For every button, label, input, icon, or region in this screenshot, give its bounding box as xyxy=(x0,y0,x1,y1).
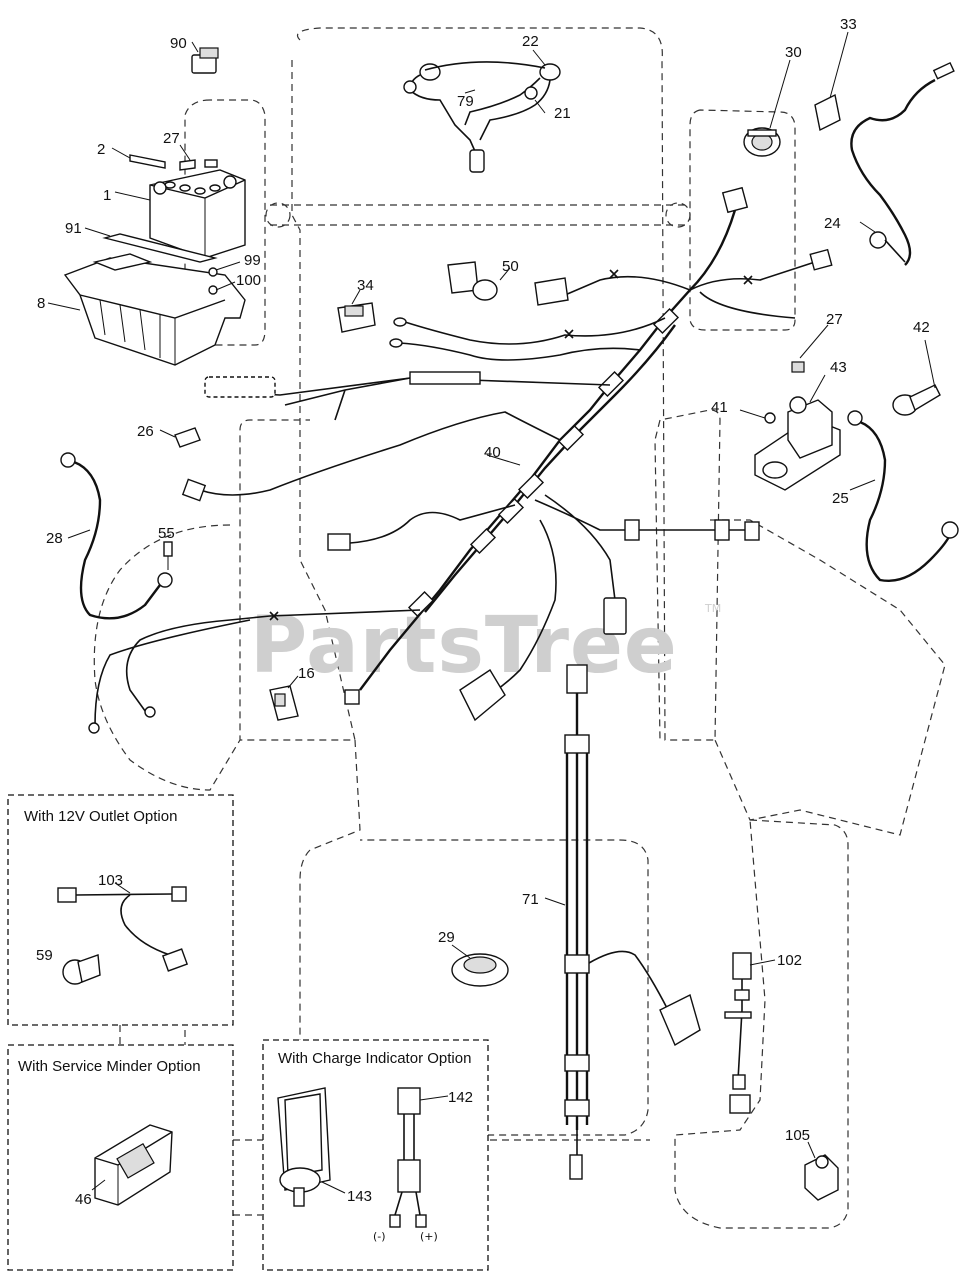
part-26-fuse xyxy=(159,427,201,448)
callout-42: 42 xyxy=(913,319,930,336)
callout-46: 46 xyxy=(75,1191,92,1208)
callout-59: 59 xyxy=(36,947,53,964)
callout-27b: 27 xyxy=(826,311,843,328)
callout-103: 103 xyxy=(98,872,123,889)
option-title-12v-outlet: With 12V Outlet Option xyxy=(24,808,177,825)
callout-55: 55 xyxy=(158,525,175,542)
callout-79: 79 xyxy=(457,93,474,110)
callout-90: 90 xyxy=(170,35,187,52)
part-90-connector xyxy=(191,41,219,74)
part-battery xyxy=(111,144,246,259)
callout-8: 8 xyxy=(37,295,45,312)
callout-99: 99 xyxy=(244,252,261,269)
callout-25: 25 xyxy=(832,490,849,507)
callout-21: 21 xyxy=(554,105,571,122)
callout-40: 40 xyxy=(484,444,501,461)
callout-91: 91 xyxy=(65,220,82,237)
callout-102: 102 xyxy=(777,952,802,969)
callout-2: 2 xyxy=(97,141,105,158)
callout-1: 1 xyxy=(103,187,111,204)
part-102-harness xyxy=(724,952,776,1114)
callout-100: 100 xyxy=(236,272,261,289)
callout-22: 22 xyxy=(522,33,539,50)
callout-34: 34 xyxy=(357,277,374,294)
option-box-12v-outlet: With 12V Outlet Option xyxy=(7,794,234,1026)
part-28-cable xyxy=(60,452,173,620)
option-title-charge-indicator: With Charge Indicator Option xyxy=(278,1050,471,1067)
part-105-relay xyxy=(804,1141,839,1201)
polarity-negative-label: (-) xyxy=(373,1230,386,1243)
part-43-solenoid xyxy=(739,324,841,491)
callout-24: 24 xyxy=(824,215,841,232)
part-50-switch xyxy=(447,261,511,301)
option-title-service-minder: With Service Minder Option xyxy=(18,1058,201,1075)
callout-30: 30 xyxy=(785,44,802,61)
callout-50: 50 xyxy=(502,258,519,275)
part-71-harness xyxy=(544,664,701,1180)
part-16-switch xyxy=(269,675,299,721)
callout-143: 143 xyxy=(347,1188,372,1205)
callout-142: 142 xyxy=(448,1089,473,1106)
option-box-charge-indicator: With Charge Indicator Option (-) (+) xyxy=(262,1039,489,1271)
part-40-main-harness xyxy=(88,186,833,734)
part-29-grommet xyxy=(451,944,509,987)
part-battery-strap xyxy=(84,227,218,263)
callout-71: 71 xyxy=(522,891,539,908)
part-33-bracket xyxy=(814,31,849,132)
callout-29: 29 xyxy=(438,929,455,946)
part-34-switch xyxy=(337,289,376,333)
watermark-trademark: TM xyxy=(704,602,721,615)
part-42-boot xyxy=(892,339,941,416)
part-55-screw xyxy=(163,541,173,570)
callout-41: 41 xyxy=(711,399,728,416)
callout-105: 105 xyxy=(785,1127,810,1144)
wire-break-marks xyxy=(269,269,753,621)
callout-labels: 90 22 30 33 27 2 1 79 21 24 91 99 100 8 … xyxy=(36,16,930,1208)
callout-26: 26 xyxy=(137,423,154,440)
part-battery-tray xyxy=(47,253,246,366)
option-box-service-minder: With Service Minder Option xyxy=(7,1044,234,1271)
part-headlight-harness xyxy=(403,49,561,173)
part-25-cable xyxy=(847,410,959,582)
callout-16: 16 xyxy=(298,665,315,682)
callout-43: 43 xyxy=(830,359,847,376)
part-30-ignition-switch xyxy=(743,59,791,157)
tractor-outline xyxy=(93,27,946,1229)
callout-28: 28 xyxy=(46,530,63,547)
callout-33: 33 xyxy=(840,16,857,33)
polarity-positive-label: (+) xyxy=(420,1230,438,1243)
callout-27a: 27 xyxy=(163,130,180,147)
part-24-cable xyxy=(850,61,955,266)
